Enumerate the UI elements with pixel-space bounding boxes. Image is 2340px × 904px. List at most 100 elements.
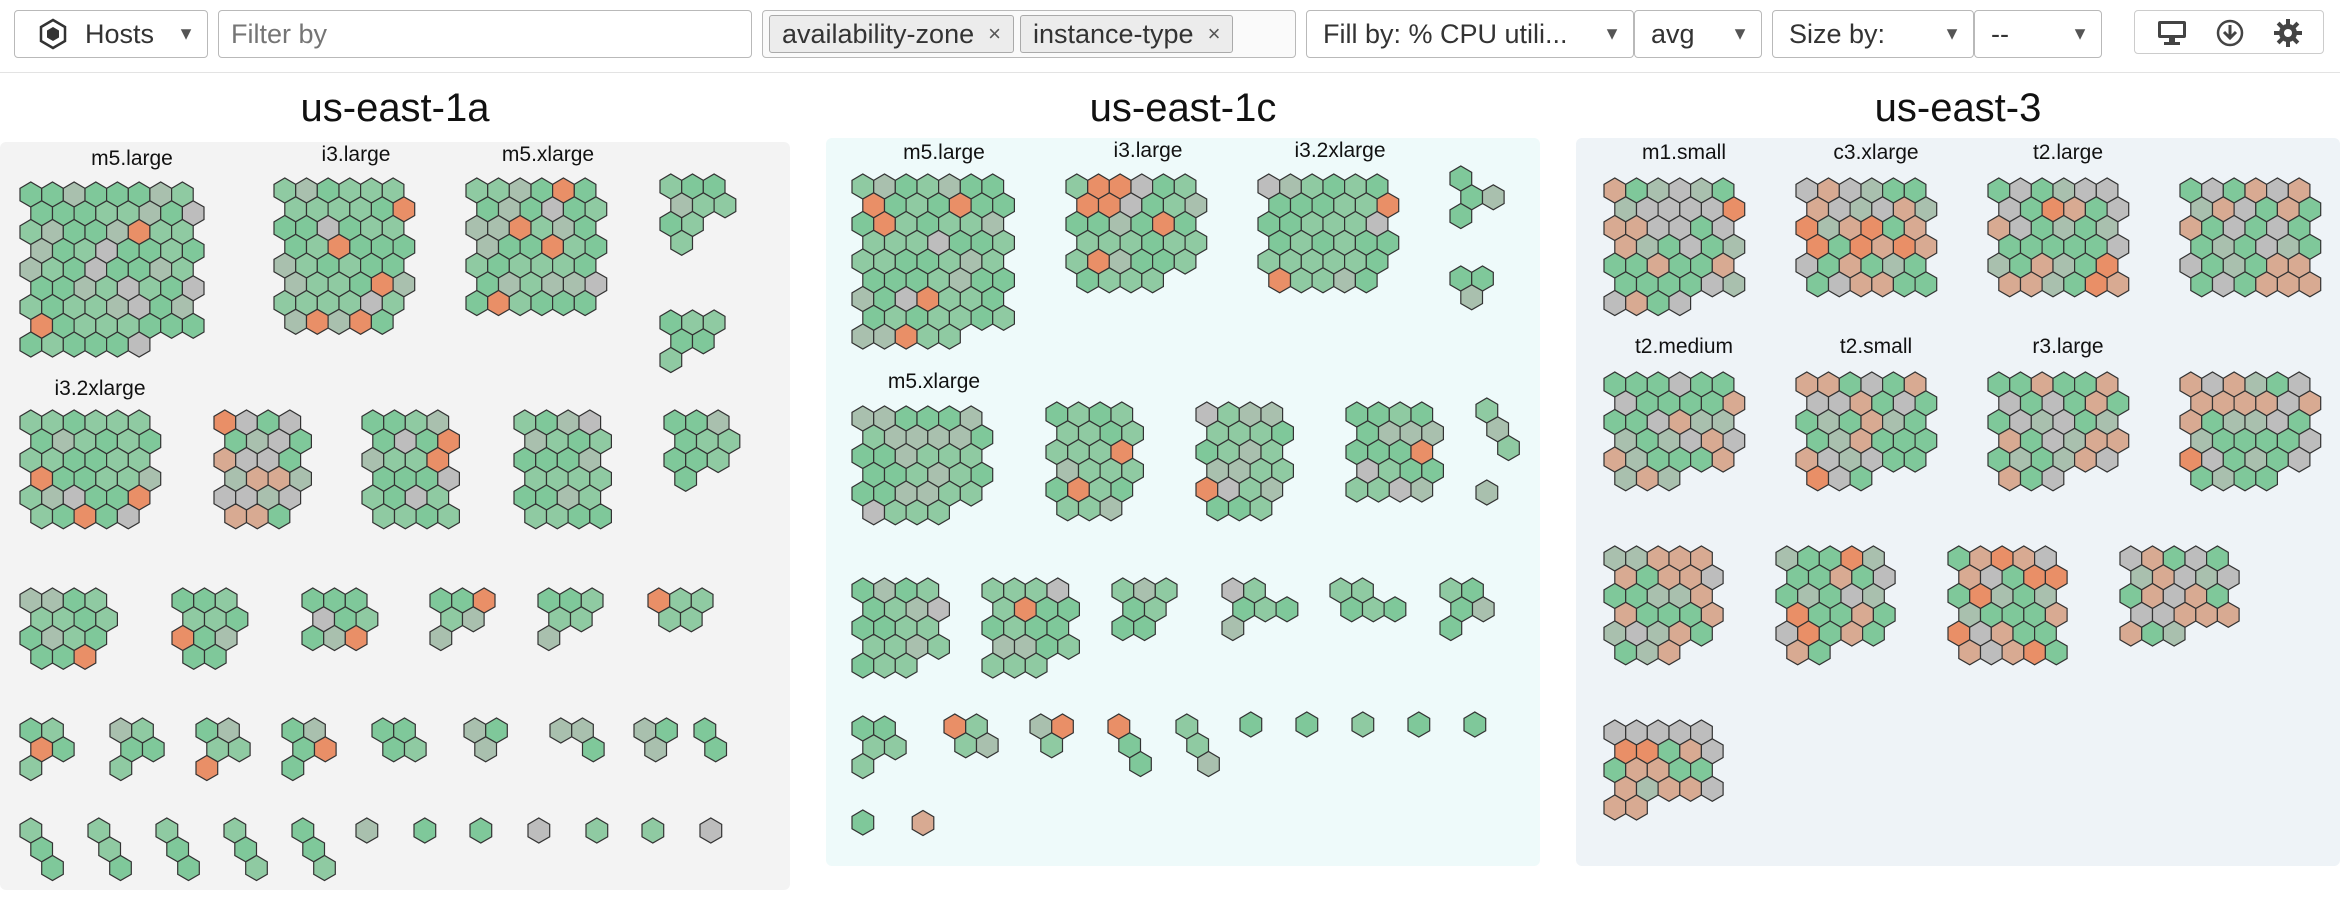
host-hex[interactable]: [2044, 639, 2068, 666]
gear-icon[interactable]: [2263, 13, 2313, 53]
remove-tag-icon[interactable]: ×: [988, 21, 1001, 46]
host-hex[interactable]: [644, 736, 668, 763]
host-hex[interactable]: [670, 229, 694, 256]
host-hex[interactable]: [704, 736, 728, 763]
host-hex[interactable]: [415, 503, 439, 530]
host-hex[interactable]: [105, 331, 129, 358]
host-hex[interactable]: [1354, 267, 1378, 294]
host-hex[interactable]: [569, 606, 593, 633]
host-hex[interactable]: [1635, 465, 1659, 492]
host-hex[interactable]: [301, 624, 325, 652]
host-hex[interactable]: [1603, 794, 1627, 821]
host-hex[interactable]: [1056, 495, 1080, 522]
host-hex[interactable]: [461, 606, 485, 633]
size-agg-select[interactable]: -- ▼: [1974, 10, 2102, 58]
host-hex[interactable]: [429, 624, 453, 652]
host-hex[interactable]: [851, 323, 875, 350]
host-hex[interactable]: [1871, 271, 1895, 298]
host-hex[interactable]: [284, 308, 308, 335]
host-hex[interactable]: [1603, 289, 1627, 317]
host-hex[interactable]: [927, 633, 951, 660]
host-hex[interactable]: [1722, 271, 1746, 298]
host-hex[interactable]: [1221, 614, 1245, 642]
host-hex[interactable]: [537, 624, 561, 652]
host-hex[interactable]: [1849, 271, 1873, 298]
host-hex[interactable]: [1460, 284, 1484, 311]
host-hex[interactable]: [1383, 596, 1407, 623]
host-hex[interactable]: [182, 643, 206, 670]
host-hex[interactable]: [905, 499, 929, 526]
host-hex[interactable]: [1249, 495, 1273, 522]
host-hex[interactable]: [699, 817, 723, 844]
host-hex[interactable]: [1097, 267, 1121, 294]
host-hex[interactable]: [713, 192, 737, 219]
host-hex[interactable]: [41, 331, 64, 358]
host-hex[interactable]: [2211, 465, 2235, 492]
host-hex[interactable]: [585, 817, 609, 844]
host-hex[interactable]: [127, 331, 151, 358]
host-hex[interactable]: [1625, 794, 1648, 821]
host-hex[interactable]: [527, 817, 551, 844]
host-hex[interactable]: [474, 736, 498, 763]
host-hex[interactable]: [959, 480, 983, 507]
host-hex[interactable]: [1119, 267, 1143, 294]
host-hex[interactable]: [2095, 446, 2119, 473]
host-hex[interactable]: [1998, 465, 2022, 492]
host-hex[interactable]: [1635, 639, 1659, 666]
host-hex[interactable]: [2195, 601, 2218, 628]
host-hex[interactable]: [1849, 465, 1873, 492]
host-hex[interactable]: [894, 652, 918, 679]
host-hex[interactable]: [1407, 711, 1431, 738]
host-hex[interactable]: [1197, 750, 1220, 778]
host-hex[interactable]: [1439, 614, 1463, 642]
host-hex[interactable]: [349, 308, 372, 335]
host-hex[interactable]: [1657, 639, 1681, 666]
host-hex[interactable]: [51, 643, 75, 670]
host-hex[interactable]: [95, 503, 119, 530]
host-hex[interactable]: [883, 734, 907, 761]
host-hex[interactable]: [245, 854, 268, 882]
host-hex[interactable]: [195, 754, 219, 782]
host-hex[interactable]: [313, 736, 337, 763]
host-hex[interactable]: [2041, 465, 2065, 492]
host-hex[interactable]: [2019, 271, 2043, 298]
monitor-icon[interactable]: [2147, 13, 2197, 53]
host-hex[interactable]: [73, 643, 97, 670]
host-hex[interactable]: [51, 503, 75, 530]
host-hex[interactable]: [1206, 495, 1230, 522]
host-hex[interactable]: [1449, 202, 1473, 230]
host-hex[interactable]: [1481, 184, 1505, 211]
host-hex[interactable]: [1333, 267, 1357, 294]
group-tag-instance-type[interactable]: instance-type ×: [1019, 15, 1234, 53]
host-hex[interactable]: [1141, 267, 1165, 294]
fill-by-select[interactable]: Fill by: % CPU utili... ▼: [1306, 10, 1634, 58]
host-hex[interactable]: [116, 503, 140, 530]
host-hex[interactable]: [641, 817, 665, 844]
host-hex[interactable]: [1806, 465, 1830, 492]
host-hex[interactable]: [84, 331, 108, 358]
host-hex[interactable]: [1295, 711, 1319, 738]
group-by-field[interactable]: availability-zone × instance-type ×: [762, 10, 1296, 58]
host-hex[interactable]: [2211, 271, 2235, 298]
host-hex[interactable]: [1979, 639, 2003, 666]
host-hex[interactable]: [30, 503, 54, 530]
host-hex[interactable]: [975, 732, 999, 759]
host-hex[interactable]: [2162, 620, 2186, 647]
host-hex[interactable]: [2041, 271, 2065, 298]
host-hex[interactable]: [1227, 495, 1251, 522]
host-hex[interactable]: [549, 717, 573, 744]
host-hex[interactable]: [305, 308, 329, 335]
host-hex[interactable]: [382, 736, 406, 763]
host-hex[interactable]: [2119, 620, 2143, 647]
host-hex[interactable]: [281, 754, 305, 782]
host-hex[interactable]: [1657, 775, 1681, 802]
host-hex[interactable]: [2255, 465, 2278, 492]
host-hex[interactable]: [1040, 732, 1064, 759]
host-hex[interactable]: [62, 331, 86, 358]
host-hex[interactable]: [413, 817, 437, 844]
host-hex[interactable]: [1840, 620, 1864, 647]
host-hex[interactable]: [2106, 271, 2130, 298]
host-hex[interactable]: [1827, 271, 1851, 298]
host-hex[interactable]: [1099, 495, 1123, 522]
host-hex[interactable]: [916, 323, 940, 350]
